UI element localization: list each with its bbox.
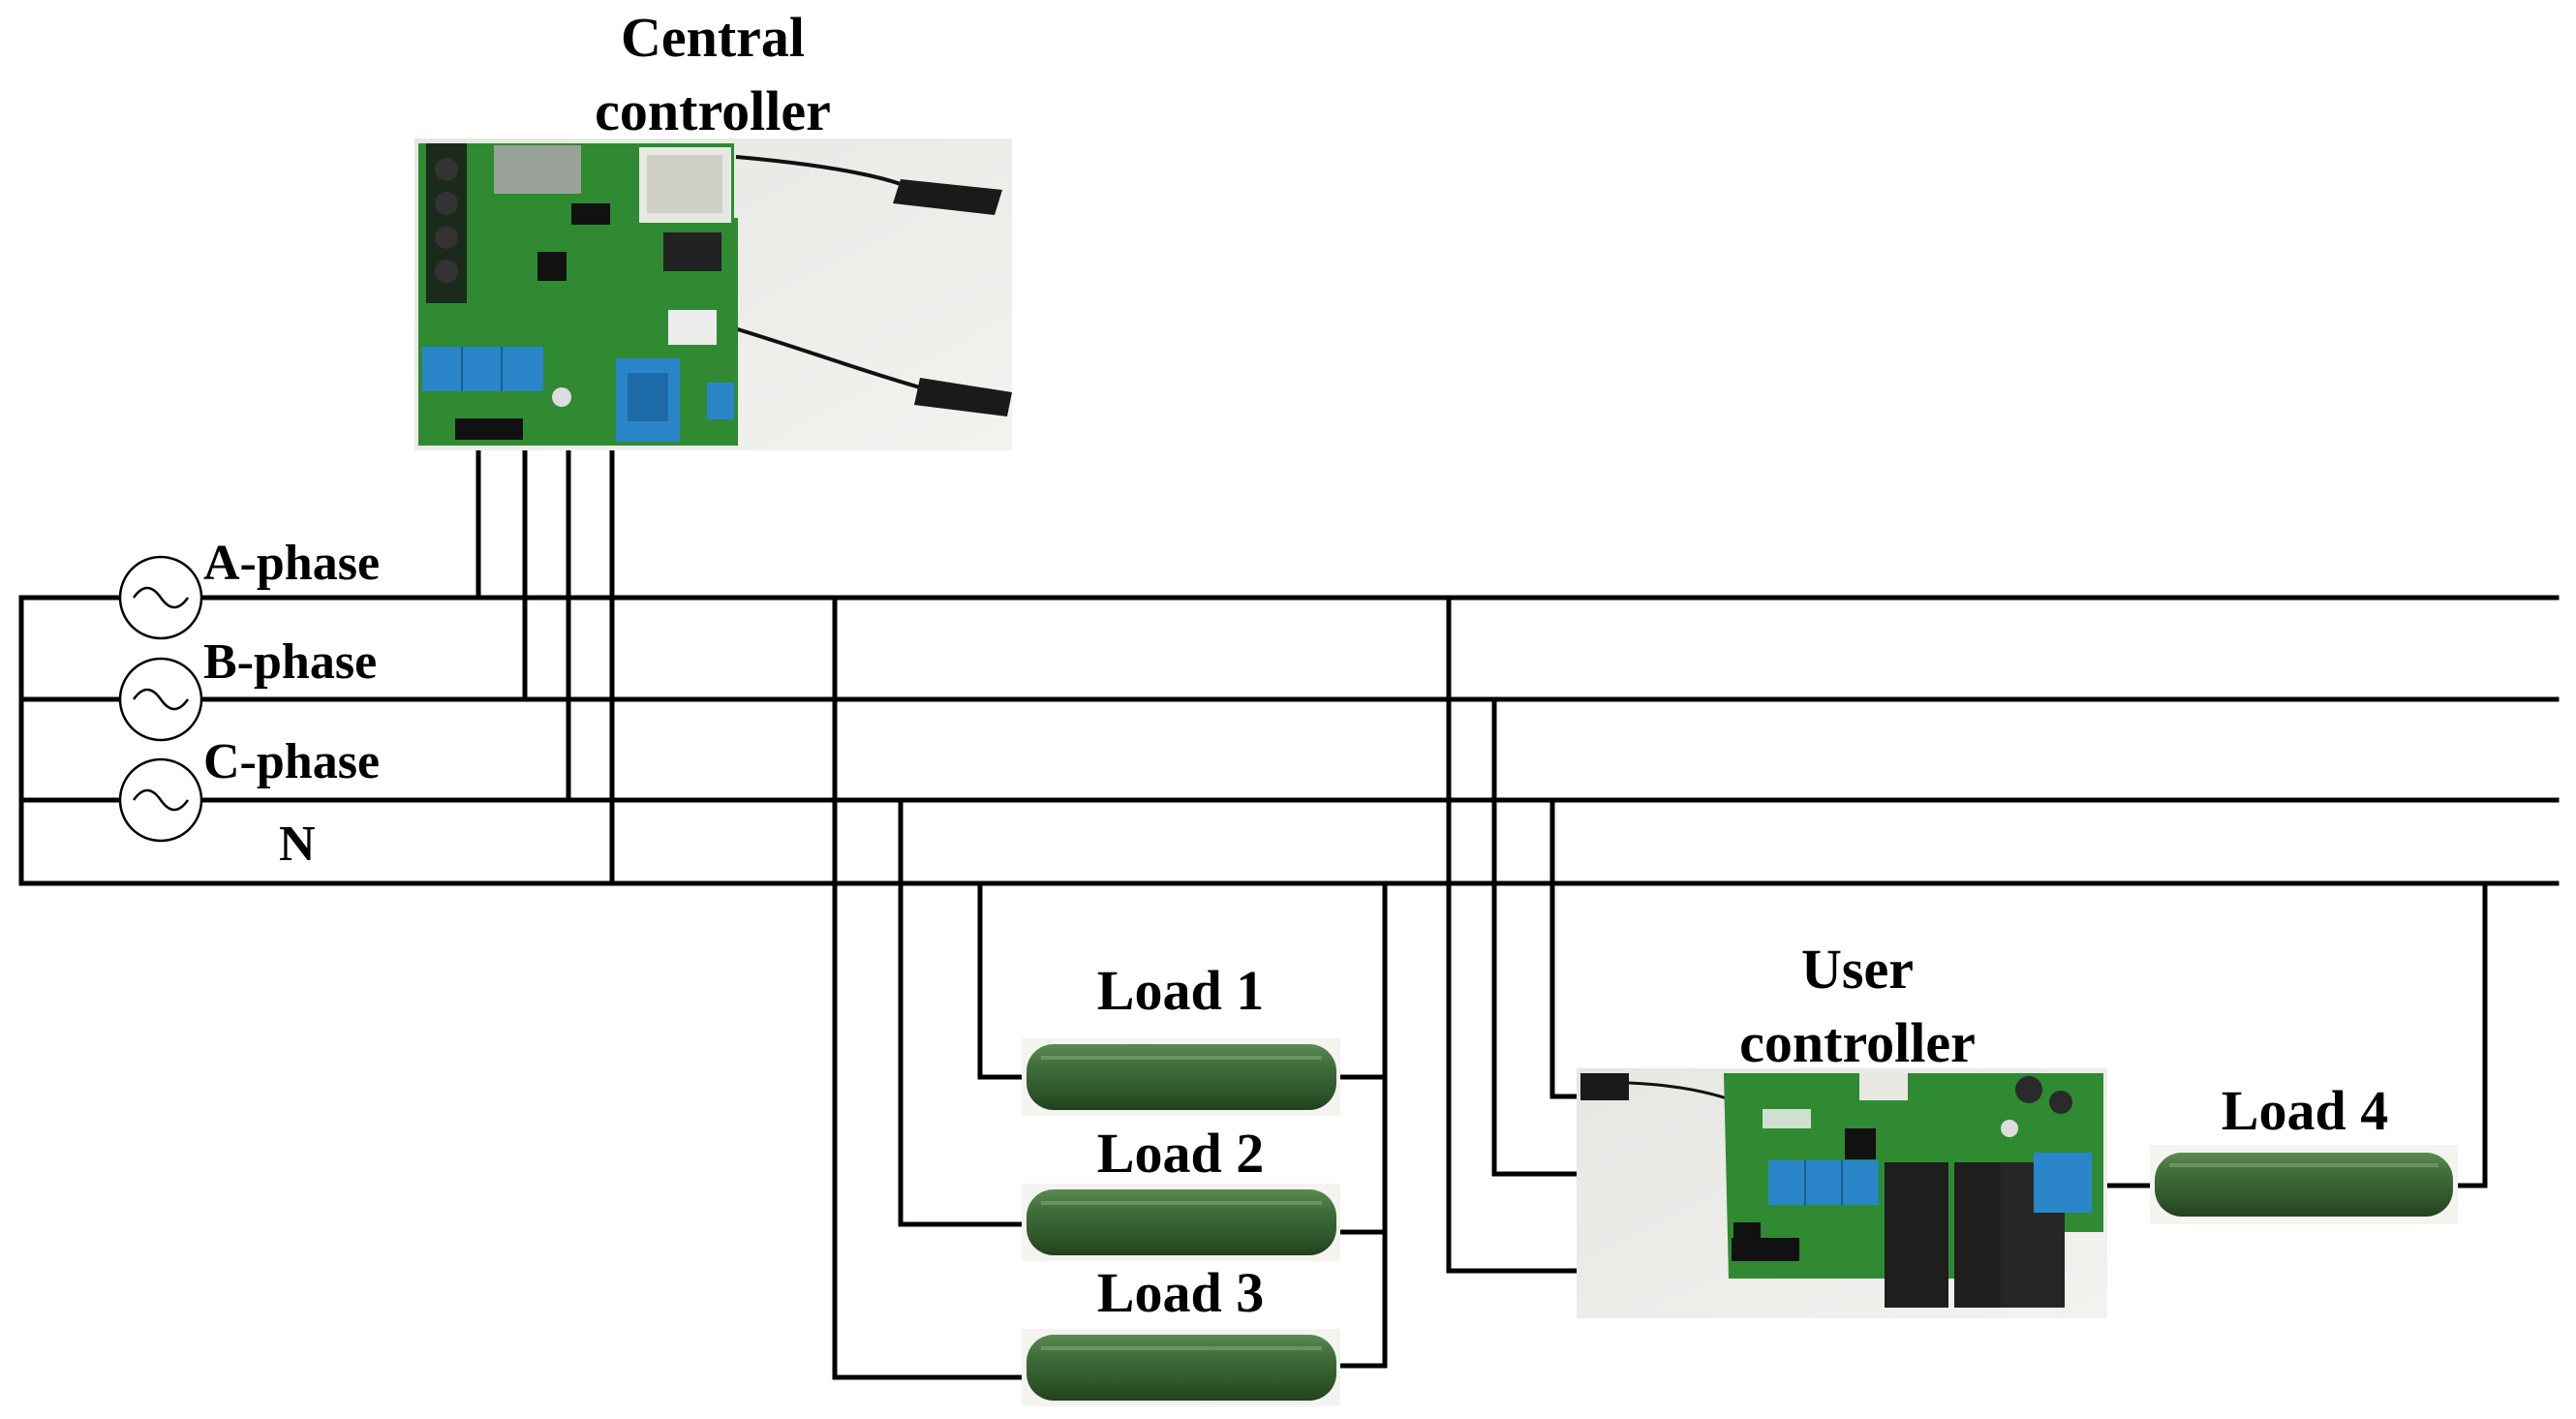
user-controller-title-line1: User — [1801, 938, 1914, 1001]
load-3-label: Load 3 — [1097, 1261, 1264, 1324]
user-controller-board — [1577, 1068, 2107, 1318]
phase-label-b: B-phase — [203, 634, 377, 690]
user-controller-title-line2: controller — [1739, 1011, 1976, 1074]
load-1-resistor — [1022, 1038, 1340, 1116]
central-controller-board — [414, 139, 1012, 450]
phase-label-n: N — [279, 817, 316, 872]
ac-sources — [118, 555, 203, 843]
antenna-icon — [893, 179, 1002, 215]
phase-label-a: A-phase — [203, 536, 380, 591]
ac-source-a-icon — [118, 555, 203, 640]
antenna-icon — [914, 378, 1012, 416]
load-1-label: Load 1 — [1097, 959, 1264, 1022]
ac-source-c-icon — [118, 757, 203, 843]
load-3-resistor — [1022, 1329, 1340, 1406]
antenna-icon — [1580, 1073, 1629, 1100]
bus-lines — [18, 595, 2560, 886]
load-2-label: Load 2 — [1097, 1122, 1264, 1185]
ac-source-b-icon — [118, 657, 203, 742]
phase-label-c: C-phase — [203, 734, 380, 789]
load-4-label: Load 4 — [2222, 1079, 2388, 1142]
central-controller-title-line1: Central — [621, 6, 805, 69]
loads-1-3-wiring — [832, 595, 1388, 1380]
load-2-resistor — [1022, 1184, 1340, 1261]
central-controller-wiring — [475, 445, 615, 886]
load-4-resistor — [2150, 1145, 2458, 1224]
central-controller-title-line2: controller — [595, 79, 831, 142]
